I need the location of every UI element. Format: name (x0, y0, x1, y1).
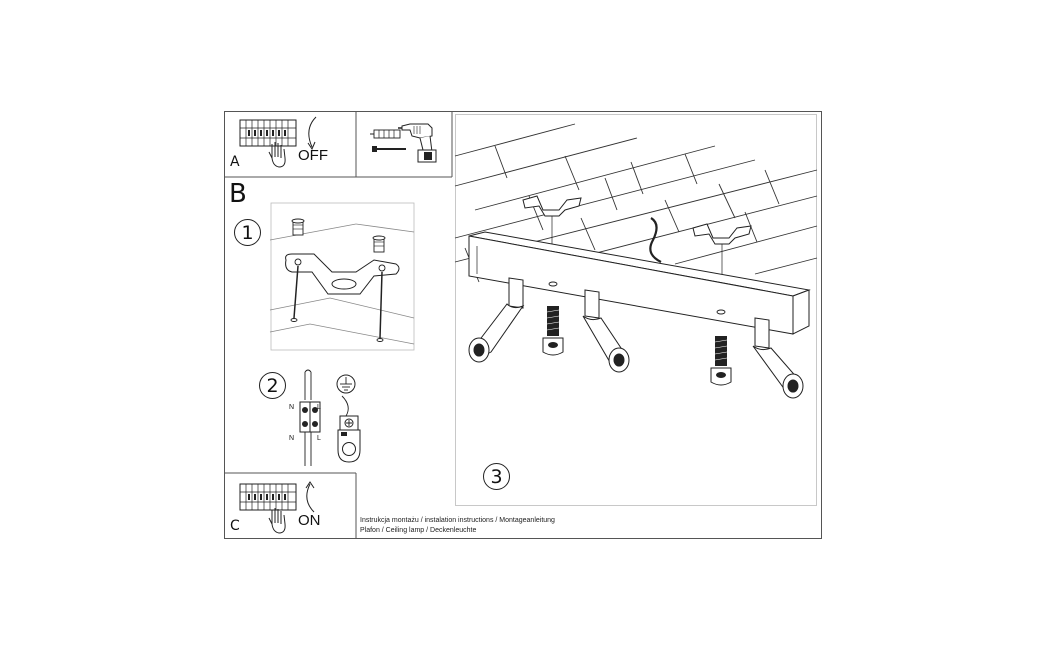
switch-on-label: ON (298, 512, 321, 529)
arrow-down-icon (307, 116, 317, 151)
wire-label-n-top: N (289, 404, 295, 411)
step-2-number: 2 (259, 372, 286, 399)
wire-label-l-bottom: L (317, 435, 321, 442)
ground-terminal-icon (337, 395, 361, 463)
hand-icon (268, 142, 286, 168)
panel-c-letter: C (230, 518, 240, 534)
caption-instructions: Instrukcja montażu / instalation instruc… (360, 517, 555, 524)
arrow-up-icon (305, 481, 315, 513)
fuse-box-icon (239, 119, 297, 147)
spotlight-icon (468, 277, 525, 363)
cable-icon (649, 217, 662, 263)
panel-a-letter: A (230, 154, 240, 170)
spotlight-icon (752, 317, 804, 399)
step-3-number: 3 (483, 463, 510, 490)
mounting-bracket-icon (269, 202, 415, 351)
step-1-number: 1 (234, 219, 261, 246)
ceiling-tiles-icon (454, 114, 818, 506)
screw-icon (542, 281, 564, 356)
section-b-letter: B (229, 179, 247, 209)
hand-icon (268, 508, 286, 534)
screw-icon (710, 309, 732, 386)
ground-symbol-icon (336, 374, 356, 394)
wire-label-l-top: L (317, 404, 321, 411)
spotlight-icon (582, 289, 630, 373)
instruction-sheet-frame (224, 111, 822, 539)
fuse-box-icon (239, 483, 297, 511)
mounting-bracket-icon (522, 195, 752, 245)
switch-off-label: OFF (298, 147, 328, 164)
wire-label-n-bottom: N (289, 435, 295, 442)
screw-icon (372, 146, 406, 152)
wall-plug-icon (370, 129, 401, 139)
lamp-bar-icon (468, 231, 811, 335)
drill-icon (398, 123, 437, 163)
caption-product: Plafon / Ceiling lamp / Deckenleuchte (360, 527, 477, 534)
wire-connector-icon (299, 369, 321, 466)
